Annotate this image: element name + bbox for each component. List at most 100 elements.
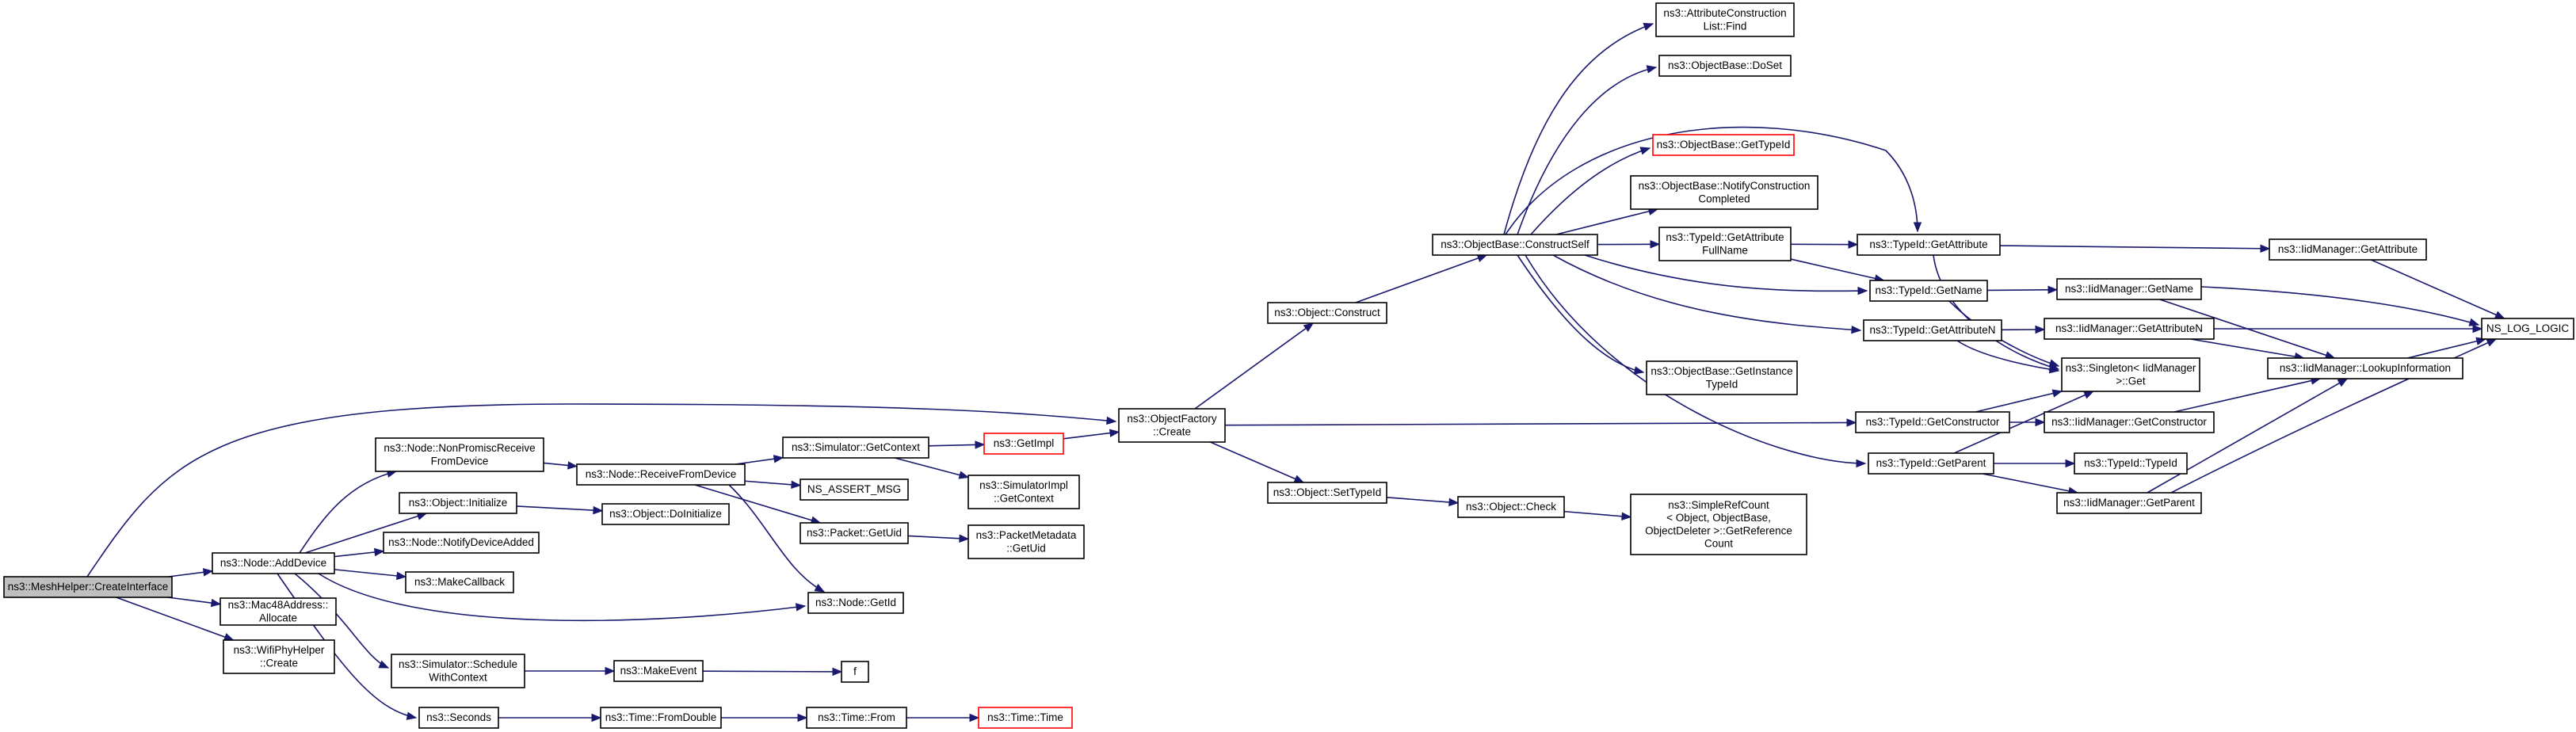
edge-arrowhead [210, 598, 222, 608]
edge-arrowhead [406, 711, 418, 720]
node-iid-getattrn[interactable]: ns3::IidManager::GetAttributeN [2044, 318, 2215, 340]
node-obj-construct[interactable]: ns3::Object::Construct [1267, 302, 1387, 324]
edge-line [728, 484, 825, 593]
node-typeid-getconstructor[interactable]: ns3::TypeId::GetConstructor [1855, 411, 2010, 433]
call-edge-objfactory_create-to-typeid_getconstructor [1224, 418, 1857, 427]
node-getimpl[interactable]: ns3::GetImpl [983, 433, 1064, 455]
node-objbase-constructself[interactable]: ns3::ObjectBase::ConstructSelf [1432, 234, 1598, 256]
node-make-event[interactable]: ns3::MakeEvent [613, 660, 704, 682]
node-box [399, 492, 517, 514]
call-edge-objbase_constructself-to-typeid_getattrn [1552, 254, 1862, 334]
call-edge-iid_getattr-to-ns_log_logic [2371, 259, 2505, 319]
edge-line [1982, 473, 2078, 494]
node-make-callback[interactable]: ns3::MakeCallback [405, 571, 514, 593]
call-edge-objbase_constructself-to-objbase_doset [1517, 65, 1658, 235]
node-iid-getconstructor[interactable]: ns3::IidManager::GetConstructor [2044, 411, 2215, 433]
node-box [800, 478, 909, 501]
node-pkt-getuid[interactable]: ns3::Packet::GetUid [800, 522, 909, 544]
call-edge-nonpromisc-to-recv_from_dev [543, 461, 578, 470]
call-edge-objbase_constructself-to-typeid_getname [1584, 254, 1868, 295]
node-objbase-gettypeid[interactable]: ns3::ObjectBase::GetTypeId [1652, 134, 1795, 156]
node-add-device[interactable]: ns3::Node::AddDevice [212, 552, 335, 574]
edge-arrowhead [2035, 417, 2046, 427]
node-typeid-getattrn[interactable]: ns3::TypeId::GetAttributeN [1863, 319, 2002, 341]
node-simimpl-getctx[interactable]: ns3::SimulatorImpl::GetContext [967, 475, 1080, 509]
node-objbase-doset[interactable]: ns3::ObjectBase::DoSet [1658, 55, 1792, 77]
node-iid-getname[interactable]: ns3::IidManager::GetName [2056, 278, 2202, 300]
edge-arrowhead [814, 583, 826, 593]
node-iid-lookup[interactable]: ns3::IidManager::LookupInformation [2267, 357, 2463, 379]
node-singleton-get[interactable]: ns3::Singleton< IidManager>::Get [2061, 357, 2200, 392]
node-label: ns3::TypeId::GetName [1875, 284, 1982, 296]
node-label: ns3::Node::NotifyDeviceAdded [388, 536, 534, 548]
node-sim-getctx[interactable]: ns3::Simulator::GetContext [782, 437, 929, 459]
edge-arrowhead [791, 480, 802, 490]
node-ns-assert[interactable]: NS_ASSERT_MSG [800, 478, 909, 501]
node-typeid-typeid[interactable]: ns3::TypeId::TypeId [2074, 452, 2188, 475]
node-mac48-alloc[interactable]: ns3::Mac48Address::Allocate [219, 597, 337, 626]
node-typeid-getparent[interactable]: ns3::TypeId::GetParent [1868, 452, 1994, 475]
node-objbase-notify[interactable]: ns3::ObjectBase::NotifyConstructionCompl… [1630, 175, 1818, 210]
node-box [375, 437, 544, 472]
edge-line [1503, 23, 1654, 235]
node-obj-doinit[interactable]: ns3::Object::DoInitialize [601, 503, 730, 525]
node-recv-from-dev[interactable]: ns3::Node::ReceiveFromDevice [576, 463, 746, 486]
node-obj-initialize[interactable]: ns3::Object::Initialize [399, 492, 517, 514]
node-iid-getattr[interactable]: ns3::IidManager::GetAttribute [2269, 238, 2427, 261]
node-time-from[interactable]: ns3::Time::From [806, 707, 907, 729]
node-label: Allocate [259, 612, 297, 623]
node-label: ns3::ObjectBase::NotifyConstruction [1639, 180, 1811, 192]
call-edge-typeid_getattrfullname-to-typeid_getattr [1790, 240, 1859, 249]
call-edge-recv_from_dev-to-ns_assert [744, 480, 802, 490]
node-label: ns3::Mac48Address:: [228, 599, 329, 611]
call-edge-add_device-to-sched_ctx [294, 573, 390, 669]
node-box [1863, 319, 2002, 341]
edge-line [1790, 258, 1884, 281]
node-simplerefcount[interactable]: ns3::SimpleRefCount< Object, ObjectBase,… [1630, 494, 1807, 555]
node-create-iface[interactable]: ns3::MeshHelper::CreateInterface [3, 576, 173, 598]
edge-line [744, 480, 801, 486]
node-iid-getparent[interactable]: ns3::IidManager::GetParent [2056, 492, 2202, 514]
node-box [219, 597, 337, 626]
node-notify-dev-added[interactable]: ns3::Node::NotifyDeviceAdded [383, 532, 540, 554]
node-label: ns3::Packet::GetUid [807, 527, 902, 539]
node-typeid-getname[interactable]: ns3::TypeId::GetName [1869, 280, 1988, 302]
node-label: FromDevice [431, 455, 489, 467]
node-f[interactable]: f [841, 661, 869, 683]
node-obj-settypeid[interactable]: ns3::Object::SetTypeId [1267, 482, 1387, 504]
node-pktmeta-getuid[interactable]: ns3::PacketMetadata::GetUid [967, 524, 1085, 559]
node-box [983, 433, 1064, 455]
node-label: WithContext [429, 671, 487, 683]
node-label: ns3::IidManager::GetAttributeN [2055, 322, 2203, 334]
edge-arrowhead [1646, 65, 1658, 74]
call-edge-sched_ctx-to-make_event [525, 666, 616, 676]
edge-arrowhead [1448, 498, 1460, 507]
node-seconds[interactable]: ns3::Seconds [418, 707, 499, 729]
node-ns-log-logic[interactable]: NS_LOG_LOGIC [2481, 318, 2574, 340]
node-obj-check[interactable]: ns3::Object::Check [1457, 496, 1565, 518]
call-edge-iid_getattrn-to-ns_log_logic [2214, 324, 2483, 334]
edge-arrowhead [959, 534, 970, 543]
node-box [1658, 55, 1792, 77]
edge-line [1194, 322, 1314, 410]
node-objfactory-create[interactable]: ns3::ObjectFactory::Create [1118, 408, 1226, 443]
node-time-fromdouble[interactable]: ns3::Time::FromDouble [600, 707, 722, 729]
edge-arrowhead [1643, 22, 1654, 31]
node-box [2056, 278, 2202, 300]
node-label: ns3::IidManager::GetAttribute [2278, 243, 2418, 255]
node-time-time[interactable]: ns3::Time::Time [978, 707, 1073, 729]
edge-arrowhead [2065, 459, 2076, 468]
node-label: ns3::TypeId::TypeId [2084, 457, 2177, 469]
call-edge-objbase_constructself-to-objbase_getinstance [1517, 254, 1645, 375]
edge-line [1999, 245, 2270, 250]
node-typeid-getattr[interactable]: ns3::TypeId::GetAttribute [1857, 234, 2001, 256]
node-wifiphy-create[interactable]: ns3::WifiPhyHelper::Create [223, 639, 335, 674]
edge-line [1563, 510, 1631, 518]
node-node-getid[interactable]: ns3::Node::GetId [807, 592, 904, 614]
node-label: ns3::SimpleRefCount [1668, 499, 1769, 511]
